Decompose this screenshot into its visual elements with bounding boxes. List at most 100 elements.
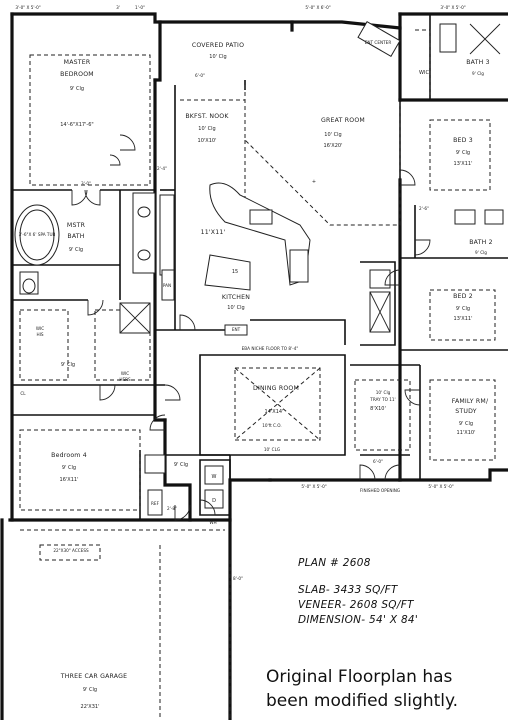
dim-mbr-door: 3'-0" [81, 181, 91, 186]
veneer-area: VENEER- 2608 SQ/FT [298, 599, 415, 611]
dimension-labels: 3'-0" X 5'-0" 3' 1'-0" 5'-0" X 6'-0" 3'-… [15, 5, 465, 511]
slab-area: SLAB- 3433 SQ/FT [298, 584, 399, 596]
foyer-tray: TRAY TO 11' [369, 397, 395, 402]
dim-nook-door: 2'-4" [157, 166, 167, 171]
family-size: 11'X10' [457, 430, 476, 436]
kitchen-clg: 10' Clg [227, 305, 244, 311]
kitchen-size: 11'X11' [201, 229, 226, 236]
garage-size: 22'X31' [81, 704, 100, 710]
note-line-1: Original Floorplan has [266, 667, 453, 687]
dryer-label: D [212, 498, 216, 504]
dim-util-door: 2'-8" [167, 506, 177, 511]
ent-center-label: ENT CENTER [365, 40, 392, 45]
dining-note: 10'ft C.O. [262, 423, 282, 428]
bedroom4-clg: 9' Clg [62, 465, 76, 471]
garage-depth: 8'-0" [233, 576, 243, 581]
bath2-clg: 9' Clg [475, 250, 487, 255]
bath2-vanity-icon [454, 209, 476, 225]
spa-tub-label: 3'-6"X 6' SPA TUB [19, 232, 56, 237]
spec-block: PLAN # 2608 SLAB- 3433 SQ/FT VENEER- 260… [298, 557, 418, 626]
interior-walls [12, 14, 508, 520]
mstr-bath-label-2: BATH [67, 233, 84, 240]
bed2-clg: 9' Clg [456, 306, 470, 312]
mstr-bath-clg: 9' Clg [69, 247, 83, 253]
finished-opening-label: FINISHED OPENING [360, 488, 400, 493]
dim-top-right1: 5'-0" X 6'-0" [305, 5, 330, 10]
closet-label: CL [20, 391, 26, 396]
bath3-clg: 9' Clg [472, 71, 484, 76]
vanity-icon [132, 192, 156, 274]
bed3-size: 13'X11' [454, 161, 473, 167]
pantry-label: PAN [163, 283, 171, 288]
garage-clg: 9' Clg [83, 687, 97, 693]
ref-label: REF [151, 501, 160, 506]
master-clg: 9' Clg [70, 86, 84, 92]
wh-label: WH [209, 520, 216, 525]
master-label-2: BEDROOM [60, 71, 94, 78]
sink-icon [249, 209, 273, 225]
foyer-clg: 10' Clg [376, 390, 391, 395]
mstr-wic-clg: 9' Clg [61, 362, 75, 368]
great-clg: 10' Clg [324, 132, 341, 138]
island-label: 15 [232, 269, 238, 275]
foyer-size: 8'X10' [370, 406, 386, 412]
ref-utility-icon [147, 489, 163, 516]
dining-label: DINING ROOM [253, 385, 299, 392]
great-label: GREAT ROOM [321, 117, 365, 124]
nook-clg: 10' Clg [198, 126, 215, 132]
master-size: 14'-6"X17'-6" [60, 122, 93, 128]
bath3-vanity-icon [439, 23, 457, 53]
mstr-bath-label: MSTR [67, 222, 86, 229]
bed2-size: 13'X11' [454, 316, 473, 322]
room-labels: MASTER BEDROOM 9' Clg 14'-6"X17'-6" COVE… [19, 40, 493, 710]
dim-bed3-door: 2'-6" [419, 206, 429, 211]
kitchen-island-icon [204, 254, 251, 291]
garage-label: THREE CAR GARAGE [60, 673, 127, 680]
great-size: 16'X20' [324, 143, 343, 149]
note-line-2: been modified slightly. [266, 691, 458, 711]
wic-top-label: WIC [419, 70, 429, 76]
washer-icon [204, 465, 224, 485]
bed3-label: BED 3 [453, 137, 473, 144]
bed3-clg: 9' Clg [456, 150, 470, 156]
patio-label: COVERED PATIO [192, 42, 244, 49]
bath3-label: BATH 3 [466, 59, 490, 66]
niche-label: EBA NICHE FLOOR TO 8'-4" [242, 346, 299, 351]
washer-label: W [212, 474, 217, 480]
dining-size: 14'X14' [265, 409, 284, 415]
dim-top-mid: 3' [116, 5, 120, 10]
ceiling-lines [19, 29, 496, 720]
plan-number: PLAN # 2608 [298, 557, 371, 569]
family-label-2: STUDY [455, 408, 476, 415]
patio-clg: 10' Clg [209, 54, 226, 60]
modification-note: Original Floorplan has been modified sli… [266, 667, 458, 711]
bedroom4-label: Bedroom 4 [51, 452, 87, 459]
patio-dim: 6'-0" [195, 73, 205, 78]
family-label: FAMILY RM/ [452, 398, 489, 405]
ent-label: ENT [232, 327, 241, 332]
ent-center-icon [357, 21, 401, 57]
foyer-dim: 6'-0" [373, 459, 383, 464]
master-label: MASTER [64, 59, 91, 66]
bed2-label: BED 2 [453, 293, 473, 300]
dim-bottom-mid2: 5'-0" X 5'-0" [428, 484, 453, 489]
dim-top-right2: 3'-0" X 5'-0" [440, 5, 465, 10]
dim-bottom-mid1: 5'-0" X 5'-0" [301, 484, 326, 489]
family-clg: 9' Clg [459, 421, 473, 427]
her-wic-sub: HERS [119, 377, 131, 382]
bedroom4-size: 16'X11' [60, 477, 79, 483]
dim-top-left: 3'-0" X 5'-0" [15, 5, 40, 10]
oven-icon [161, 269, 175, 301]
garage-access: 22"X30" ACCESS [53, 548, 89, 553]
nook-label: BKFST. NOOK [185, 113, 229, 120]
bath2-label: BATH 2 [469, 239, 493, 246]
dining-clg: 10' CLG [264, 447, 280, 452]
door-swings [71, 134, 431, 521]
his-wic-sub: HIS [36, 332, 43, 337]
great-center-mark: + [312, 179, 316, 185]
nook-size: 10'X10' [198, 138, 217, 144]
utility-sink-icon [144, 454, 166, 474]
counter-icon [159, 194, 175, 276]
